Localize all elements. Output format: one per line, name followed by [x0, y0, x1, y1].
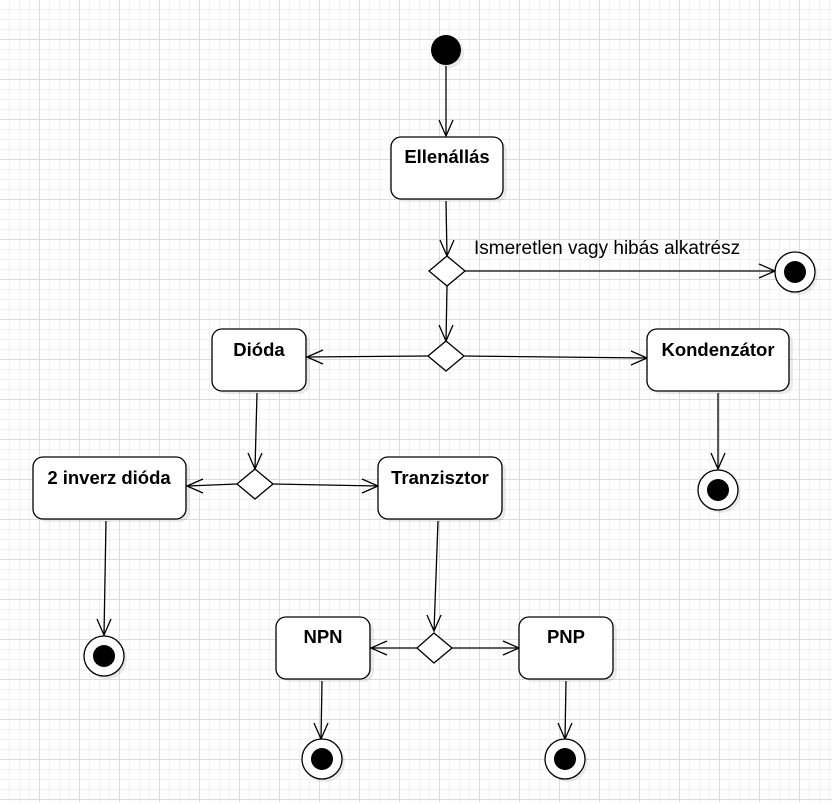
edge-inverz-dioda-to-final — [103, 520, 107, 636]
arrowhead — [369, 640, 388, 656]
edge-decision-3-to-inverz-dioda — [186, 483, 238, 487]
arrowhead — [438, 119, 454, 138]
decision-node-1[interactable] — [427, 255, 467, 287]
edge-decision-3-to-tranzisztor — [272, 483, 379, 487]
action-node-tranzisztor[interactable]: Tranzisztor — [377, 456, 506, 522]
arrowhead — [96, 618, 112, 637]
final-node-npn[interactable] — [301, 738, 345, 782]
action-node-dioda[interactable]: Dióda — [211, 328, 310, 394]
edge-dioda-to-decision-3 — [254, 392, 258, 470]
decision-node-2[interactable] — [426, 340, 466, 372]
action-label-dioda: Dióda — [233, 339, 285, 360]
arrowhead — [305, 349, 324, 365]
edges — [96, 66, 777, 741]
action-label-tranzisztor: Tranzisztor — [391, 467, 489, 488]
arrowhead — [426, 614, 442, 633]
edge-decision-2-to-kondenzator — [463, 355, 648, 359]
decision-node-4[interactable] — [416, 632, 454, 664]
action-node-ellenallas[interactable]: Ellenállás — [390, 136, 507, 202]
initial-node[interactable] — [431, 35, 461, 65]
edge-ellenallas-to-decision-1 — [445, 200, 448, 257]
arrowhead — [185, 478, 204, 494]
action-label-ellenallas: Ellenállás — [404, 146, 489, 167]
action-node-npn[interactable]: NPN — [275, 616, 374, 682]
edge-decision-2-to-dioda — [306, 355, 429, 358]
final-node-inverz-dioda[interactable] — [83, 635, 127, 679]
action-node-pnp[interactable]: PNP — [518, 616, 617, 682]
action-node-inverz-dioda[interactable]: 2 inverz dióda — [32, 456, 190, 522]
action-label-npn: NPN — [303, 626, 342, 647]
decision-node-3[interactable] — [235, 468, 275, 500]
action-label-inverz-dioda: 2 inverz dióda — [47, 467, 171, 488]
action-label-pnp: PNP — [547, 626, 585, 647]
final-node-unknown[interactable] — [774, 251, 818, 295]
edge-pnp-to-final — [564, 680, 567, 740]
edge-label-unknown-part: Ismeretlen vagy hibás alkatrész — [474, 238, 740, 259]
final-node-kondenzator[interactable] — [697, 469, 741, 513]
action-label-kondenzator: Kondenzátor — [661, 339, 774, 360]
arrowhead — [710, 452, 726, 471]
action-node-kondenzator[interactable]: Kondenzátor — [646, 328, 793, 394]
final-node-pnp[interactable] — [544, 738, 588, 782]
edge-npn-to-final — [320, 680, 323, 740]
edge-decision-1-to-decision-2 — [445, 285, 448, 342]
edge-tranzisztor-to-decision-4 — [433, 520, 439, 632]
